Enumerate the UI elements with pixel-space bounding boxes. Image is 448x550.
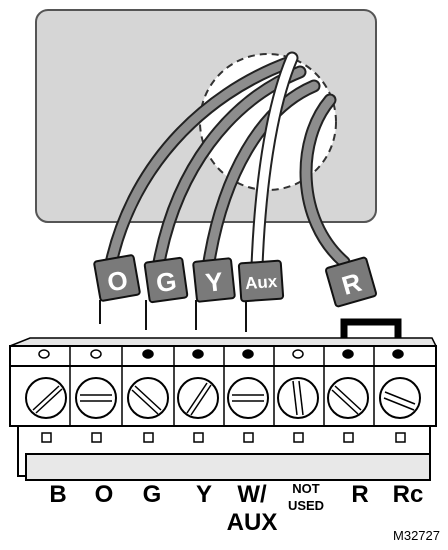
wire-tag-r: R: [325, 256, 377, 308]
terminal-contacts: [41, 432, 406, 443]
terminal-label-aux: AUX: [227, 509, 278, 536]
wire-ends: [99, 300, 247, 332]
screw-rc: [379, 377, 421, 419]
terminal-label-r: R: [351, 481, 368, 508]
jumper-bar: [340, 318, 402, 344]
screw-r: [327, 377, 369, 419]
terminal-indicators: [38, 349, 404, 359]
terminal-label-g: G: [143, 481, 162, 508]
wire-tag-g: G: [143, 256, 189, 304]
screw-b: [25, 377, 67, 419]
screw-o: [75, 377, 117, 419]
screw-g: [127, 377, 169, 419]
wire-tag-o: O: [93, 254, 141, 302]
wire-tag-aux: Aux: [237, 259, 285, 303]
wires: [103, 51, 351, 275]
screw-w: [227, 377, 269, 419]
terminal-label-used: USED: [288, 498, 324, 513]
terminal-label-not: NOT: [292, 481, 320, 496]
terminal-screws: [25, 377, 421, 419]
figure-code: M32727: [393, 528, 440, 543]
wire-tag-aux-label: Aux: [244, 272, 278, 293]
terminal-block: [9, 337, 438, 481]
terminal-label-w: W/: [237, 481, 267, 508]
terminal-label-b: B: [49, 481, 66, 508]
wire-tag-y-label: Y: [204, 266, 224, 298]
terminal-label-o: O: [95, 481, 114, 508]
wire-tag-g-label: G: [154, 266, 178, 299]
terminal-label-y: Y: [196, 481, 212, 508]
wire-tag-y: Y: [192, 257, 236, 303]
screw-y: [177, 377, 219, 419]
terminal-label-rc: Rc: [393, 481, 424, 508]
screw-not-used: [277, 377, 319, 419]
